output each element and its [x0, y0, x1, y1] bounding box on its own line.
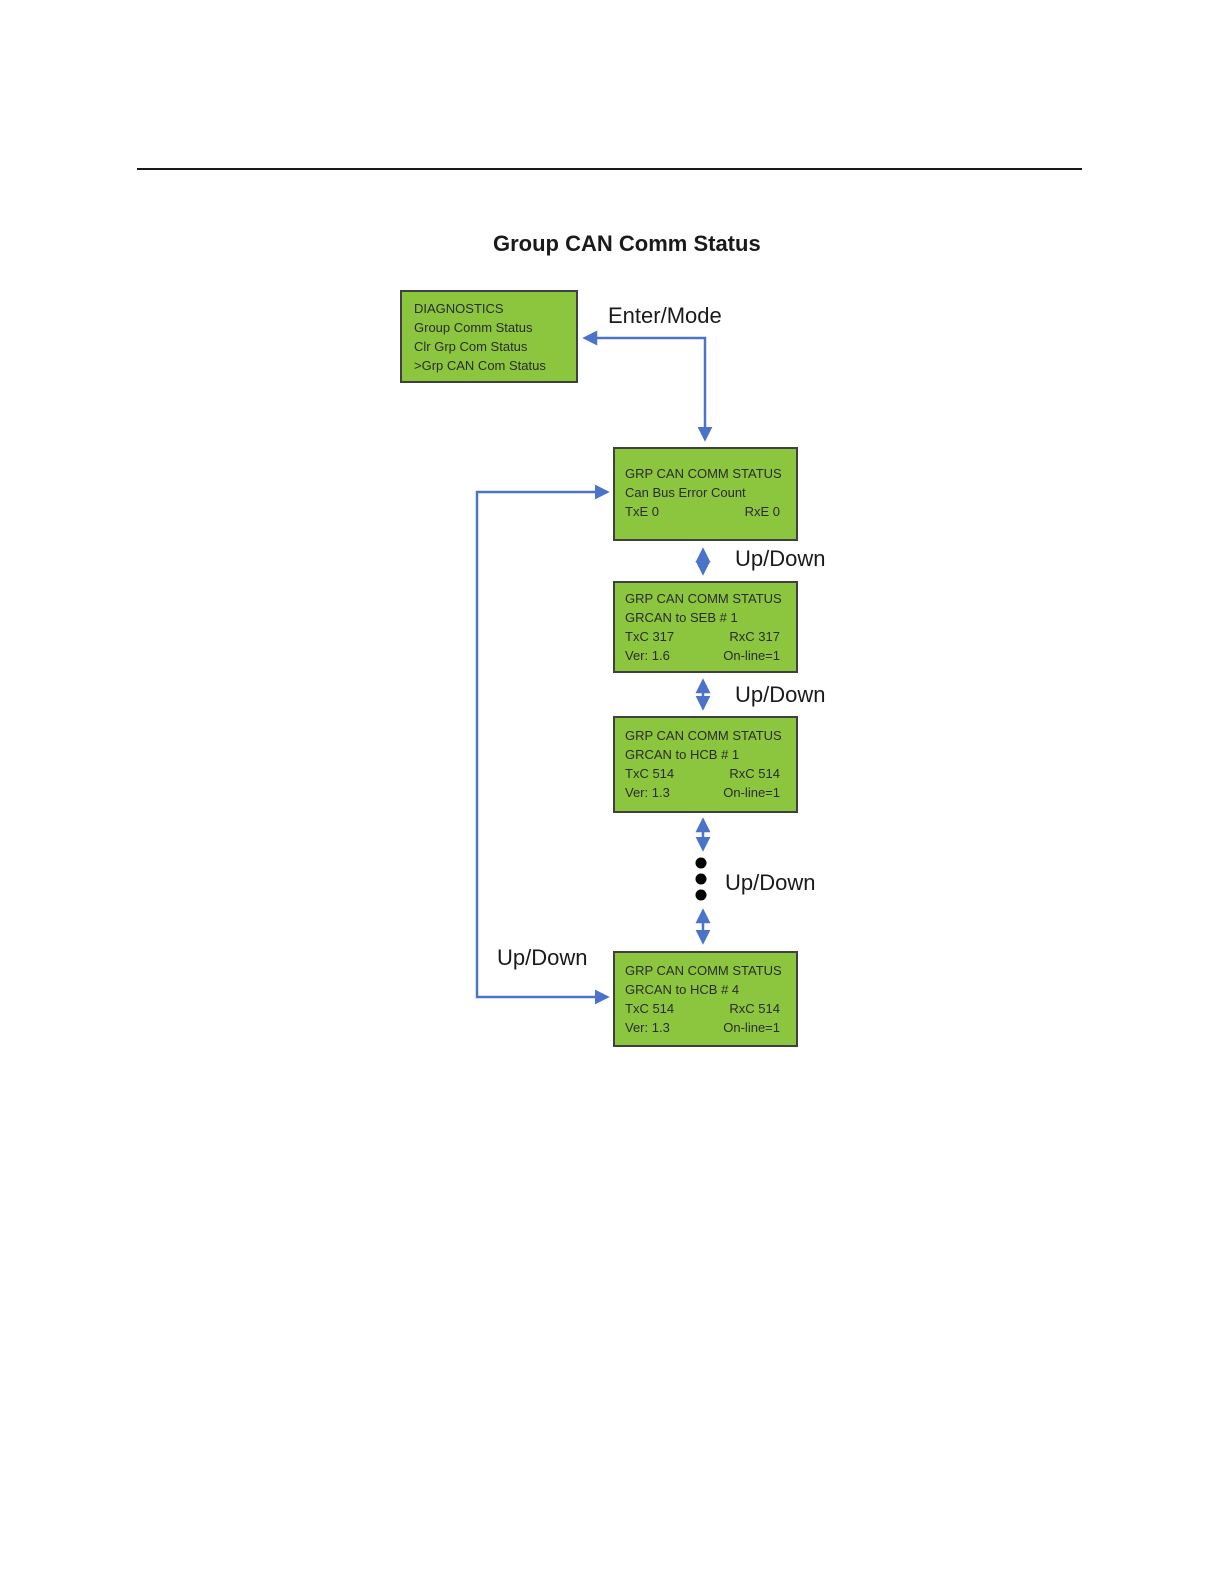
screen-line: TxC 317 RxC 317	[625, 627, 780, 646]
screen-line: TxC 514 RxC 514	[625, 764, 780, 783]
screen-line: GRP CAN COMM STATUS	[625, 728, 782, 743]
txc-value: TxC 317	[625, 629, 675, 644]
screen-line: GRP CAN COMM STATUS	[625, 591, 782, 606]
screen-line: Group Comm Status	[414, 320, 533, 335]
txc-value: TxC 514	[625, 1001, 675, 1016]
online-value: On-line=1	[723, 648, 780, 663]
version-value: Ver: 1.6	[625, 648, 670, 663]
screen-line: GRCAN to SEB # 1	[625, 610, 738, 625]
screen-line: TxC 514 RxC 514	[625, 999, 780, 1018]
screen-line: Ver: 1.3 On-line=1	[625, 1018, 780, 1037]
up-down-label-2: Up/Down	[735, 682, 826, 707]
rxc-value: RxC 317	[729, 629, 780, 644]
screen-can-bus-error-count: GRP CAN COMM STATUS Can Bus Error Count …	[613, 447, 798, 541]
up-down-label-3: Up/Down	[725, 870, 816, 895]
screen-line: GRP CAN COMM STATUS	[625, 963, 782, 978]
screen-line: GRCAN to HCB # 1	[625, 747, 740, 762]
up-down-label-4: Up/Down	[497, 945, 588, 970]
version-value: Ver: 1.3	[625, 785, 670, 800]
screen-line: TxE 0 RxE 0	[625, 502, 780, 521]
ellipsis-dot	[695, 857, 707, 869]
screen-line: GRCAN to HCB # 4	[625, 982, 740, 997]
ellipsis-dot	[695, 873, 707, 885]
version-value: Ver: 1.3	[625, 1020, 670, 1035]
screen-line: GRP CAN COMM STATUS	[625, 466, 782, 481]
screen-line: Ver: 1.6 On-line=1	[625, 646, 780, 665]
screen-grcan-to-seb-1: GRP CAN COMM STATUS GRCAN to SEB # 1 TxC…	[613, 581, 798, 673]
txc-value: TxC 514	[625, 766, 675, 781]
screen-grcan-to-hcb-1: GRP CAN COMM STATUS GRCAN to HCB # 1 TxC…	[613, 716, 798, 813]
diagram-title: Group CAN Comm Status	[493, 231, 761, 256]
rxc-value: RxC 514	[729, 766, 780, 781]
screen-diagnostics: DIAGNOSTICS Group Comm Status Clr Grp Co…	[400, 290, 578, 383]
header-rule	[137, 168, 1082, 170]
txe-value: TxE 0	[625, 504, 659, 519]
screen-line: Ver: 1.3 On-line=1	[625, 783, 780, 802]
enter-mode-label: Enter/Mode	[608, 303, 722, 328]
screen-line: Clr Grp Com Status	[414, 339, 528, 354]
enter-mode-arrow	[582, 330, 713, 442]
screen-line: DIAGNOSTICS	[414, 301, 504, 316]
wrap-around-arrow	[475, 484, 610, 1005]
online-value: On-line=1	[723, 785, 780, 800]
ellipsis-dot	[695, 889, 707, 901]
screen-grcan-to-hcb-4: GRP CAN COMM STATUS GRCAN to HCB # 4 TxC…	[613, 951, 798, 1047]
rxc-value: RxC 514	[729, 1001, 780, 1016]
rxe-value: RxE 0	[744, 504, 780, 519]
screen-line: Can Bus Error Count	[625, 485, 746, 500]
screen-line: >Grp CAN Com Status	[414, 358, 546, 373]
up-down-label-1: Up/Down	[735, 546, 826, 571]
online-value: On-line=1	[723, 1020, 780, 1035]
